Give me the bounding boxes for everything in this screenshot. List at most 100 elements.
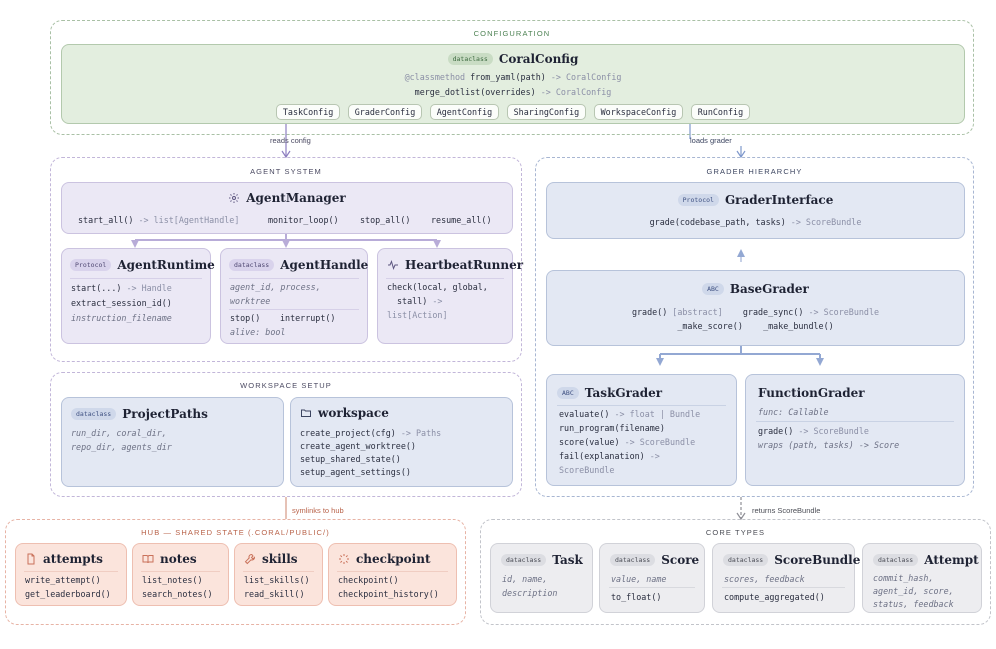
divider — [229, 278, 359, 279]
graderconfig-pill[interactable]: GraderConfig — [347, 104, 423, 120]
divider — [557, 405, 726, 406]
hub-card-attempts[interactable]: attempts write_attempt() get_leaderboard… — [15, 543, 127, 606]
functiongrader-header: FunctionGrader — [758, 386, 865, 400]
create-project-method: create_project(cfg) — [300, 428, 396, 438]
hub-card-notes[interactable]: notes list_notes() search_notes() — [132, 543, 229, 606]
merge-dotlist-line: merge_dotlist(overrides) -> CoralConfig — [62, 87, 964, 97]
dataclass-badge: dataclass — [447, 53, 493, 65]
agentruntime-box[interactable]: Protocol AgentRuntime start(...) -> Hand… — [61, 248, 215, 344]
dataclass-badge: dataclass — [501, 554, 547, 566]
alive-field: alive: bool — [230, 327, 286, 337]
scorebundle-type-box[interactable]: dataclass ScoreBundle scores, feedback c… — [712, 543, 860, 613]
attempt-type-box[interactable]: dataclass Attempt commit_hash, agent_id,… — [862, 543, 982, 613]
divider — [70, 278, 202, 279]
start-all-return: -> list[AgentHandle] — [138, 215, 240, 225]
agentmanager-box[interactable]: AgentManager start_all() -> list[AgentHa… — [61, 182, 513, 234]
taskconfig-pill[interactable]: TaskConfig — [275, 104, 341, 120]
agenthandle-box[interactable]: dataclass AgentHandle agent_id, process,… — [220, 248, 368, 344]
compute-aggregated-method: compute_aggregated() — [724, 592, 825, 602]
score-type-box[interactable]: dataclass Score value, name to_float() — [599, 543, 705, 613]
protocol-badge: Protocol — [70, 259, 112, 271]
agenthandle-name: AgentHandle — [280, 258, 369, 272]
abstract-tag: [abstract] — [672, 307, 723, 317]
gear-icon — [228, 192, 240, 204]
workspaceconfig-pill[interactable]: WorkspaceConfig — [593, 104, 684, 120]
agentmanager-header: AgentManager — [62, 191, 512, 205]
monitor-loop-method: monitor_loop() — [268, 215, 339, 225]
core-types-title: CORE TYPES — [705, 528, 766, 537]
workspace-setup-title: WORKSPACE SETUP — [240, 381, 332, 390]
fail-method: fail(explanation) — [559, 451, 645, 461]
write-attempt-method: write_attempt() — [25, 575, 101, 585]
hub-card-skills[interactable]: skills list_skills() read_skill() — [234, 543, 323, 606]
check-method-line1: check(local, global, — [387, 282, 488, 292]
dataclass-badge: dataclass — [723, 554, 769, 566]
class-name: CoralConfig — [498, 52, 579, 66]
runconfig-pill[interactable]: RunConfig — [690, 104, 751, 120]
attempt-name: Attempt — [924, 553, 979, 567]
fail-return: ScoreBundle — [559, 465, 615, 475]
list-notes-method: list_notes() — [142, 575, 203, 585]
graderinterface-box[interactable]: Protocol GraderInterface grade(codebase_… — [546, 182, 965, 239]
heartbeatrunner-header: HeartbeatRunner — [387, 258, 523, 272]
workspace-box[interactable]: workspace create_project(cfg) -> Paths c… — [290, 397, 513, 487]
graderinterface-name: GraderInterface — [724, 193, 834, 207]
score-header: dataclass Score — [610, 553, 699, 567]
task-type-box[interactable]: dataclass Task id, name, description — [490, 543, 593, 613]
from-yaml-method: from_yaml(path) — [470, 72, 546, 82]
divider — [722, 587, 845, 588]
score-line: score(value) -> ScoreBundle — [559, 437, 695, 447]
score-name: Score — [661, 553, 700, 567]
from-yaml-line: @classmethod from_yaml(path) -> CoralCon… — [62, 72, 964, 82]
start-line: start(...) -> Handle — [71, 283, 172, 293]
scorebundle-header: dataclass ScoreBundle — [723, 553, 860, 567]
handle-fields-line2: worktree — [230, 296, 271, 306]
workspace-header: workspace — [300, 406, 389, 420]
extract-session-id-method: extract_session_id() — [71, 298, 172, 308]
sharingconfig-pill[interactable]: SharingConfig — [506, 104, 587, 120]
agentconfig-pill[interactable]: AgentConfig — [429, 104, 500, 120]
checkpoint-header: checkpoint — [338, 552, 431, 566]
basegrader-header: ABC BaseGrader — [547, 282, 964, 296]
agentruntime-header: Protocol AgentRuntime — [70, 258, 215, 272]
loader-icon — [338, 553, 350, 565]
divider — [756, 421, 954, 422]
divider — [386, 278, 504, 279]
attempt-fields-line2: agent_id, score, — [873, 586, 954, 596]
book-icon — [142, 553, 154, 565]
projectpaths-name: ProjectPaths — [122, 407, 208, 421]
functiongrader-box[interactable]: FunctionGrader func: Callable grade() ->… — [745, 374, 965, 486]
start-all-method: start_all() — [78, 215, 134, 225]
basegrader-box[interactable]: ABC BaseGrader grade() [abstract] grade_… — [546, 270, 965, 346]
task-fields-line1: id, name, — [502, 574, 548, 584]
create-project-line: create_project(cfg) -> Paths — [300, 428, 441, 438]
taskgrader-header: ABC TaskGrader — [557, 386, 662, 400]
handle-fields-line1: agent_id, process, — [230, 282, 321, 292]
grade-method: grade(codebase_path, tasks) — [649, 217, 786, 227]
agentruntime-name: AgentRuntime — [117, 258, 215, 272]
instruction-filename-field: instruction_filename — [71, 313, 172, 323]
subconfig-row: TaskConfig GraderConfig AgentConfig Shar… — [62, 102, 964, 120]
make-bundle-method: _make_bundle() — [763, 321, 834, 331]
fail-arrow: -> — [649, 451, 660, 461]
make-score-method: _make_score() — [677, 321, 743, 331]
scorebundle-name: ScoreBundle — [774, 553, 861, 567]
coralconfig-box[interactable]: dataclass CoralConfig @classmethod from_… — [61, 44, 965, 124]
checkpoint-history-method: checkpoint_history() — [338, 589, 439, 599]
skills-name: skills — [262, 552, 298, 566]
checkpoint-method: checkpoint() — [338, 575, 399, 585]
hub-title: HUB — SHARED STATE (.CORAL/PUBLIC/) — [141, 528, 330, 537]
taskgrader-box[interactable]: ABC TaskGrader evaluate() -> float | Bun… — [546, 374, 737, 486]
dataclass-badge: dataclass — [873, 554, 919, 566]
evaluate-return: -> float | Bundle — [614, 409, 701, 419]
projectpaths-box[interactable]: dataclass ProjectPaths run_dir, coral_di… — [61, 397, 284, 487]
start-return: -> Handle — [126, 283, 172, 293]
check-return: list[Action] — [387, 310, 448, 320]
list-skills-method: list_skills() — [244, 575, 310, 585]
heartbeatrunner-box[interactable]: HeartbeatRunner check(local, global, sta… — [377, 248, 523, 344]
hub-card-checkpoint[interactable]: checkpoint checkpoint() checkpoint_histo… — [328, 543, 457, 606]
workspace-name: workspace — [318, 406, 389, 420]
setup-shared-state-method: setup_shared_state() — [300, 454, 401, 464]
merge-dotlist-return: -> CoralConfig — [540, 87, 612, 97]
protocol-badge: Protocol — [677, 194, 719, 206]
